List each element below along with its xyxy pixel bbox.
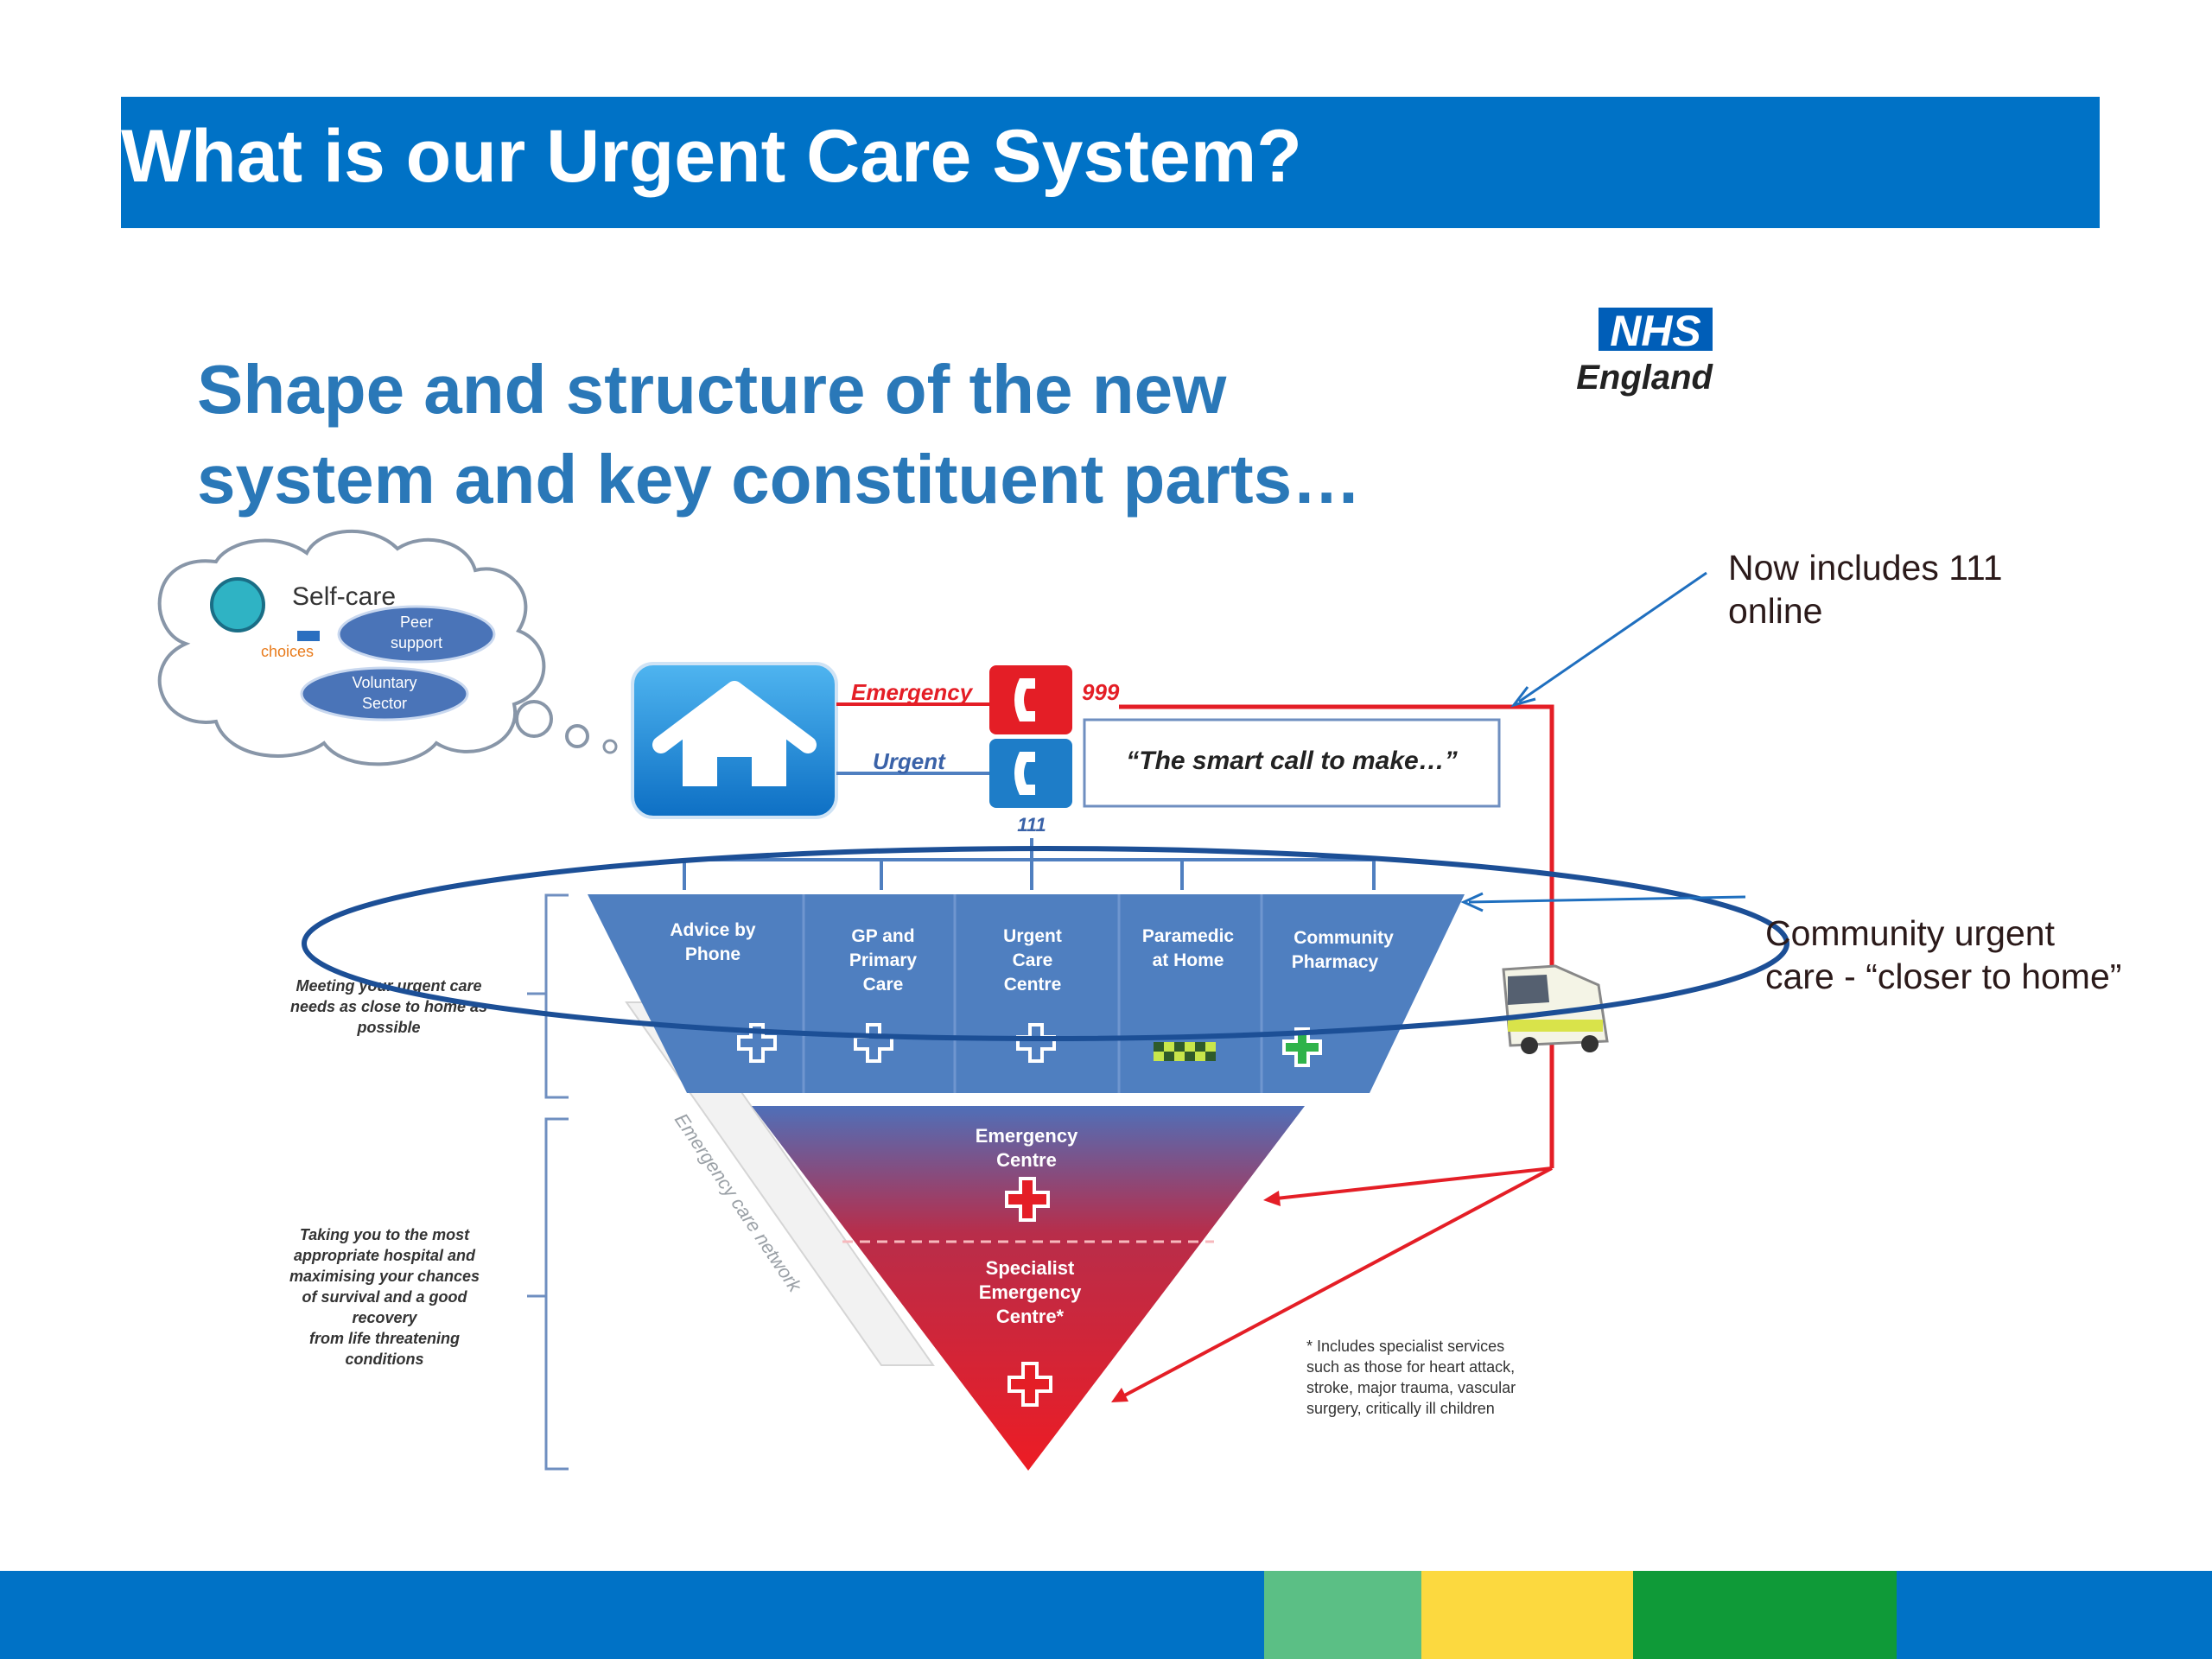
checkered-paramedic-icon	[1154, 1042, 1216, 1061]
service-urgent-care-centre: Urgent Care Centre	[1003, 926, 1062, 1063]
distribution-lines	[683, 838, 1376, 890]
service-label: Phone	[685, 944, 741, 964]
service-label: Paramedic	[1142, 926, 1235, 946]
peer-support-bubble: Peer support	[337, 605, 496, 664]
cross-outline-icon	[1016, 1023, 1056, 1063]
diagram-heading-line2: system and key constituent parts…	[197, 441, 1361, 518]
red-cross-icon	[1005, 1177, 1050, 1222]
smart-call-box	[1083, 718, 1501, 808]
service-label: Care	[863, 975, 904, 995]
smart-call-text: “The smart call to make…”	[1126, 747, 1457, 775]
cloud-bubble-medium	[565, 724, 589, 748]
left-note-line: conditions	[346, 1351, 424, 1368]
service-community-pharmacy: Community Pharmacy	[1282, 928, 1394, 1067]
nhs-logo-badge	[1599, 308, 1713, 351]
green-cross-icon	[1282, 1027, 1322, 1067]
service-label: Advice by	[670, 920, 756, 940]
community-services-band	[588, 894, 1465, 1093]
highlight-ellipse	[302, 846, 1789, 1041]
annotation-111-online: Now includes 111 online	[1728, 548, 2003, 631]
left-note-line: needs as close to home as	[290, 998, 487, 1015]
footer-segment-light-green	[1264, 1571, 1421, 1659]
service-label: Centre	[1004, 975, 1062, 995]
footnote-line: stroke, major trauma, vascular	[1306, 1379, 1516, 1396]
diagram-heading-line1: Shape and structure of the new	[197, 351, 1227, 428]
footnote-line: * Includes specialist services	[1306, 1338, 1504, 1355]
voluntary-sector-bubble: Voluntary Sector	[300, 666, 469, 721]
service-label: Care	[1013, 950, 1053, 970]
emergency-route-arrows	[1111, 1166, 1553, 1402]
red-cross-icon	[1007, 1362, 1052, 1407]
self-care-cloud: Self-care choices Peer support Voluntary…	[157, 530, 618, 766]
emergency-centre-line1: Emergency	[976, 1125, 1078, 1147]
urgent-care-diagram: Shape and structure of the new system an…	[157, 307, 1789, 1471]
voluntary-sector-line2: Sector	[362, 695, 407, 712]
emergency-centre: Emergency Centre	[976, 1125, 1078, 1222]
footnote-line: surgery, critically ill children	[1306, 1400, 1495, 1417]
self-care-globe-icon	[210, 577, 265, 632]
annotation-arrow-111	[1510, 571, 1707, 708]
left-note-line: maximising your chances	[289, 1268, 480, 1285]
emergency-centre-line2: Centre	[996, 1149, 1057, 1171]
footer-segment-blue-end	[1897, 1571, 2212, 1659]
nhs-logo-badge-text: NHS	[1610, 307, 1701, 355]
left-note-line: from life threatening	[309, 1330, 460, 1347]
service-paramedic-at-home: Paramedic at Home	[1142, 926, 1235, 1061]
footnote: * Includes specialist services such as t…	[1306, 1338, 1516, 1417]
service-label: at Home	[1153, 950, 1224, 970]
footer-color-band	[0, 1571, 2212, 1659]
urgent-phone-icon	[989, 739, 1072, 808]
left-note-line: Taking you to the most	[300, 1226, 470, 1243]
footnote-line: such as those for heart attack,	[1306, 1358, 1515, 1376]
footer-segment-blue	[0, 1571, 1264, 1659]
cross-outline-icon	[737, 1023, 777, 1063]
specialist-emergency-centre: Specialist Emergency Centre*	[979, 1257, 1082, 1407]
nhs-england-logo: NHS England	[1576, 307, 1713, 397]
service-label: Urgent	[1003, 926, 1062, 946]
left-note-line: possible	[356, 1019, 420, 1036]
footer-segment-green	[1633, 1571, 1897, 1659]
emergency-centres-triangle	[752, 1106, 1305, 1471]
peer-support-line2: support	[391, 634, 442, 652]
self-care-label: Self-care	[292, 582, 396, 611]
service-label: Primary	[849, 950, 918, 970]
left-brackets	[527, 893, 569, 1471]
specialist-centre-line3: Centre*	[996, 1306, 1065, 1327]
voluntary-sector-line1: Voluntary	[352, 674, 416, 691]
specialist-centre-line1: Specialist	[986, 1257, 1075, 1279]
nhs-logo-name: England	[1576, 359, 1713, 397]
service-gp-primary-care: GP and Primary Care	[849, 926, 918, 1063]
service-advice-by-phone: Advice by Phone	[670, 920, 777, 1063]
emergency-label: Emergency	[851, 679, 974, 705]
service-label: GP and	[851, 926, 914, 946]
left-note-bottom: Taking you to the most appropriate hospi…	[289, 1226, 480, 1368]
emergency-phone-icon	[989, 665, 1072, 734]
annotation-arrow-community	[1460, 892, 1746, 912]
specialist-centre-line2: Emergency	[979, 1281, 1082, 1303]
footer-segment-yellow	[1421, 1571, 1633, 1659]
cloud-bubble-small	[602, 739, 618, 754]
nhs-mini-icon	[297, 631, 320, 641]
urgent-number: 111	[1017, 814, 1046, 836]
service-label: Community	[1294, 928, 1394, 948]
slide-title: What is our Urgent Care System?	[121, 115, 1302, 198]
service-dividers	[802, 894, 1263, 1093]
service-label: Pharmacy	[1292, 952, 1379, 972]
peer-support-line1: Peer	[400, 613, 433, 631]
choices-label: choices	[261, 643, 314, 660]
cross-outline-icon	[854, 1023, 893, 1063]
ambulance-icon	[1502, 964, 1609, 1054]
urgent-label: Urgent	[873, 748, 946, 774]
emergency-number: 999	[1082, 679, 1120, 705]
title-bar	[121, 97, 2100, 228]
left-note-line: recovery	[352, 1309, 417, 1326]
cloud-bubble-large	[515, 700, 553, 738]
left-note-line: appropriate hospital and	[294, 1247, 476, 1264]
home-icon	[631, 662, 838, 819]
annotation-community-urgent-care: Community urgent care - “closer to home”	[1765, 913, 2122, 996]
left-note-line: of survival and a good	[302, 1288, 467, 1306]
